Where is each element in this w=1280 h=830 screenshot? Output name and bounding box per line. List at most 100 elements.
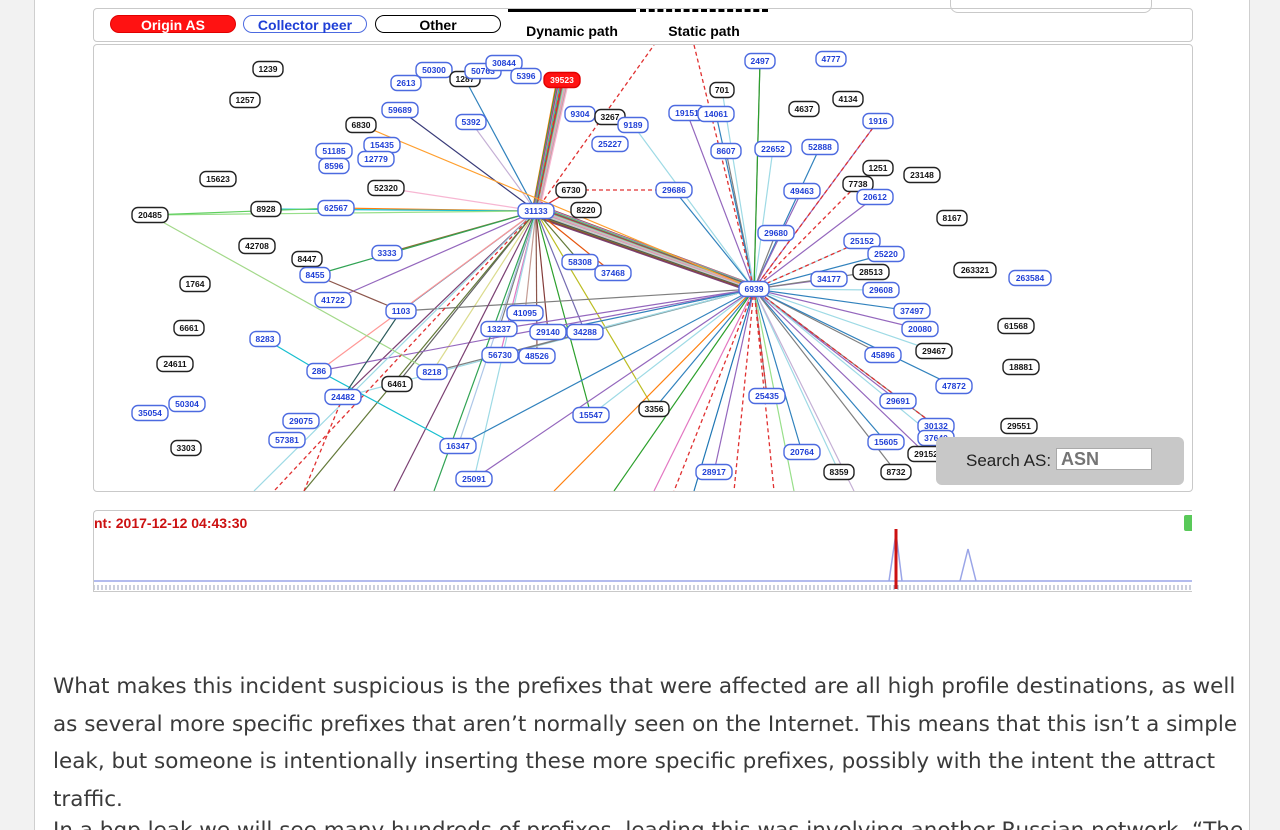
collector-peer-node[interactable]: 9189 <box>617 116 649 134</box>
collector-peer-node[interactable]: 263584 <box>1008 269 1052 287</box>
collector-peer-node[interactable]: 2613 <box>390 74 422 92</box>
collector-peer-node[interactable]: 8607 <box>710 142 742 160</box>
collector-peer-node[interactable]: 62567 <box>317 199 355 217</box>
collector-peer-node[interactable]: 30132 <box>917 417 955 435</box>
as-node[interactable]: 28513 <box>852 263 890 281</box>
as-node[interactable]: 6830 <box>345 116 377 134</box>
collector-peer-node[interactable]: 52888 <box>801 138 839 156</box>
collector-peer-node[interactable]: 57381 <box>268 431 306 449</box>
event-timeline[interactable]: nt: 2017-12-12 04:43:30 <box>93 510 1192 592</box>
collector-peer-node[interactable]: 51185 <box>315 142 353 160</box>
as-node[interactable]: 263321 <box>953 261 997 279</box>
collector-peer-node[interactable]: 20612 <box>856 188 894 206</box>
collector-peer-node[interactable]: 29680 <box>757 224 795 242</box>
collector-peer-node[interactable]: 15605 <box>867 433 905 451</box>
collector-peer-node[interactable]: 5396 <box>510 67 542 85</box>
collector-peer-node[interactable]: 8596 <box>318 157 350 175</box>
collector-peer-node[interactable]: 29608 <box>862 281 900 299</box>
collector-peer-node[interactable]: 8455 <box>299 266 331 284</box>
as-node[interactable]: 15623 <box>199 170 237 188</box>
as-node[interactable]: 8167 <box>936 209 968 227</box>
as-node[interactable]: 18881 <box>1002 358 1040 376</box>
collector-peer-node[interactable]: 35054 <box>131 404 169 422</box>
as-node[interactable]: 8732 <box>880 463 912 481</box>
collector-peer-node[interactable]: 28917 <box>695 463 733 481</box>
collector-peer-node[interactable]: 22652 <box>754 140 792 158</box>
collector-peer-node[interactable]: 45896 <box>864 346 902 364</box>
as-node[interactable]: 1764 <box>179 275 211 293</box>
as-node[interactable]: 3356 <box>638 400 670 418</box>
origin-as-node[interactable]: 39523 <box>543 71 581 89</box>
as-node[interactable]: 1257 <box>229 91 261 109</box>
collector-peer-node[interactable]: 34177 <box>810 270 848 288</box>
as-node[interactable]: 701 <box>709 81 735 99</box>
collector-peer-node[interactable]: 20080 <box>901 320 939 338</box>
timeline-handle-icon[interactable] <box>1184 515 1192 531</box>
collector-peer-node[interactable]: 14061 <box>697 105 735 123</box>
as-node[interactable]: 4134 <box>832 90 864 108</box>
collector-peer-node[interactable]: 12779 <box>357 150 395 168</box>
collector-peer-node[interactable]: 48526 <box>518 347 556 365</box>
collector-peer-node[interactable]: 50304 <box>168 395 206 413</box>
collector-peer-node[interactable]: 47872 <box>935 377 973 395</box>
collector-peer-node[interactable]: 59689 <box>381 101 419 119</box>
collector-peer-node[interactable]: 3333 <box>371 244 403 262</box>
as-node[interactable]: 6730 <box>555 181 587 199</box>
as-node[interactable]: 4637 <box>788 100 820 118</box>
as-node[interactable]: 52320 <box>367 179 405 197</box>
asn-search-input[interactable] <box>1056 448 1152 470</box>
as-node[interactable]: 42708 <box>238 237 276 255</box>
collector-peer-node[interactable]: 25220 <box>867 245 905 263</box>
collector-peer-node[interactable]: 20764 <box>783 443 821 461</box>
collector-peer-node[interactable]: 1916 <box>862 112 894 130</box>
collector-peer-node[interactable]: 8218 <box>416 363 448 381</box>
collector-peer-node[interactable]: 34288 <box>566 323 604 341</box>
collector-peer-node[interactable]: 1103 <box>385 302 417 320</box>
collector-peer-node[interactable]: 6939 <box>738 280 770 298</box>
collector-peer-node[interactable]: 25227 <box>591 135 629 153</box>
collector-peer-node[interactable]: 286 <box>306 362 332 380</box>
collector-peer-node[interactable]: 25152 <box>843 232 881 250</box>
as-node[interactable]: 8220 <box>570 201 602 219</box>
collector-peer-node[interactable]: 56730 <box>481 346 519 364</box>
collector-peer-node[interactable]: 49463 <box>783 182 821 200</box>
as-node[interactable]: 24611 <box>156 355 194 373</box>
as-node[interactable]: 6461 <box>381 375 413 393</box>
as-node[interactable]: 61568 <box>997 317 1035 335</box>
collector-peer-node[interactable]: 13237 <box>480 320 518 338</box>
as-node[interactable]: 8447 <box>291 250 323 268</box>
collector-peer-node[interactable]: 16347 <box>439 437 477 455</box>
as-node[interactable]: 8359 <box>823 463 855 481</box>
collector-peer-node[interactable]: 37497 <box>893 302 931 320</box>
as-node[interactable]: 1239 <box>252 60 284 78</box>
collector-peer-node[interactable]: 8283 <box>249 330 281 348</box>
as-node[interactable]: 29467 <box>915 342 953 360</box>
collector-peer-node[interactable]: 2497 <box>744 52 776 70</box>
as-node[interactable]: 3303 <box>170 439 202 457</box>
collector-peer-node[interactable]: 29691 <box>879 392 917 410</box>
collector-peer-node[interactable]: 29140 <box>529 323 567 341</box>
as-node[interactable]: 20485 <box>131 206 169 224</box>
collector-peer-node[interactable]: 41095 <box>506 304 544 322</box>
collector-peer-node[interactable]: 24482 <box>324 388 362 406</box>
collector-peer-node[interactable]: 15547 <box>572 406 610 424</box>
collector-peer-node[interactable]: 50300 <box>415 61 453 79</box>
collector-peer-node[interactable]: 25435 <box>748 387 786 405</box>
as-node[interactable]: 1251 <box>862 159 894 177</box>
collector-peer-node[interactable]: 5392 <box>455 113 487 131</box>
collector-peer-node[interactable]: 15435 <box>363 136 401 154</box>
collector-peer-node[interactable]: 4777 <box>815 50 847 68</box>
as-node[interactable]: 23148 <box>903 166 941 184</box>
collector-peer-node[interactable]: 41722 <box>314 291 352 309</box>
collector-peer-node[interactable]: 9304 <box>564 105 596 123</box>
collector-peer-node[interactable]: 58308 <box>561 253 599 271</box>
collector-peer-node[interactable]: 30844 <box>485 54 523 72</box>
as-node[interactable]: 6661 <box>173 319 205 337</box>
as-node[interactable]: 29551 <box>1000 417 1038 435</box>
collector-peer-node[interactable]: 25091 <box>455 470 493 488</box>
collector-peer-node[interactable]: 37468 <box>594 264 632 282</box>
collector-peer-node[interactable]: 31133 <box>517 202 555 220</box>
as-node[interactable]: 8928 <box>250 200 282 218</box>
